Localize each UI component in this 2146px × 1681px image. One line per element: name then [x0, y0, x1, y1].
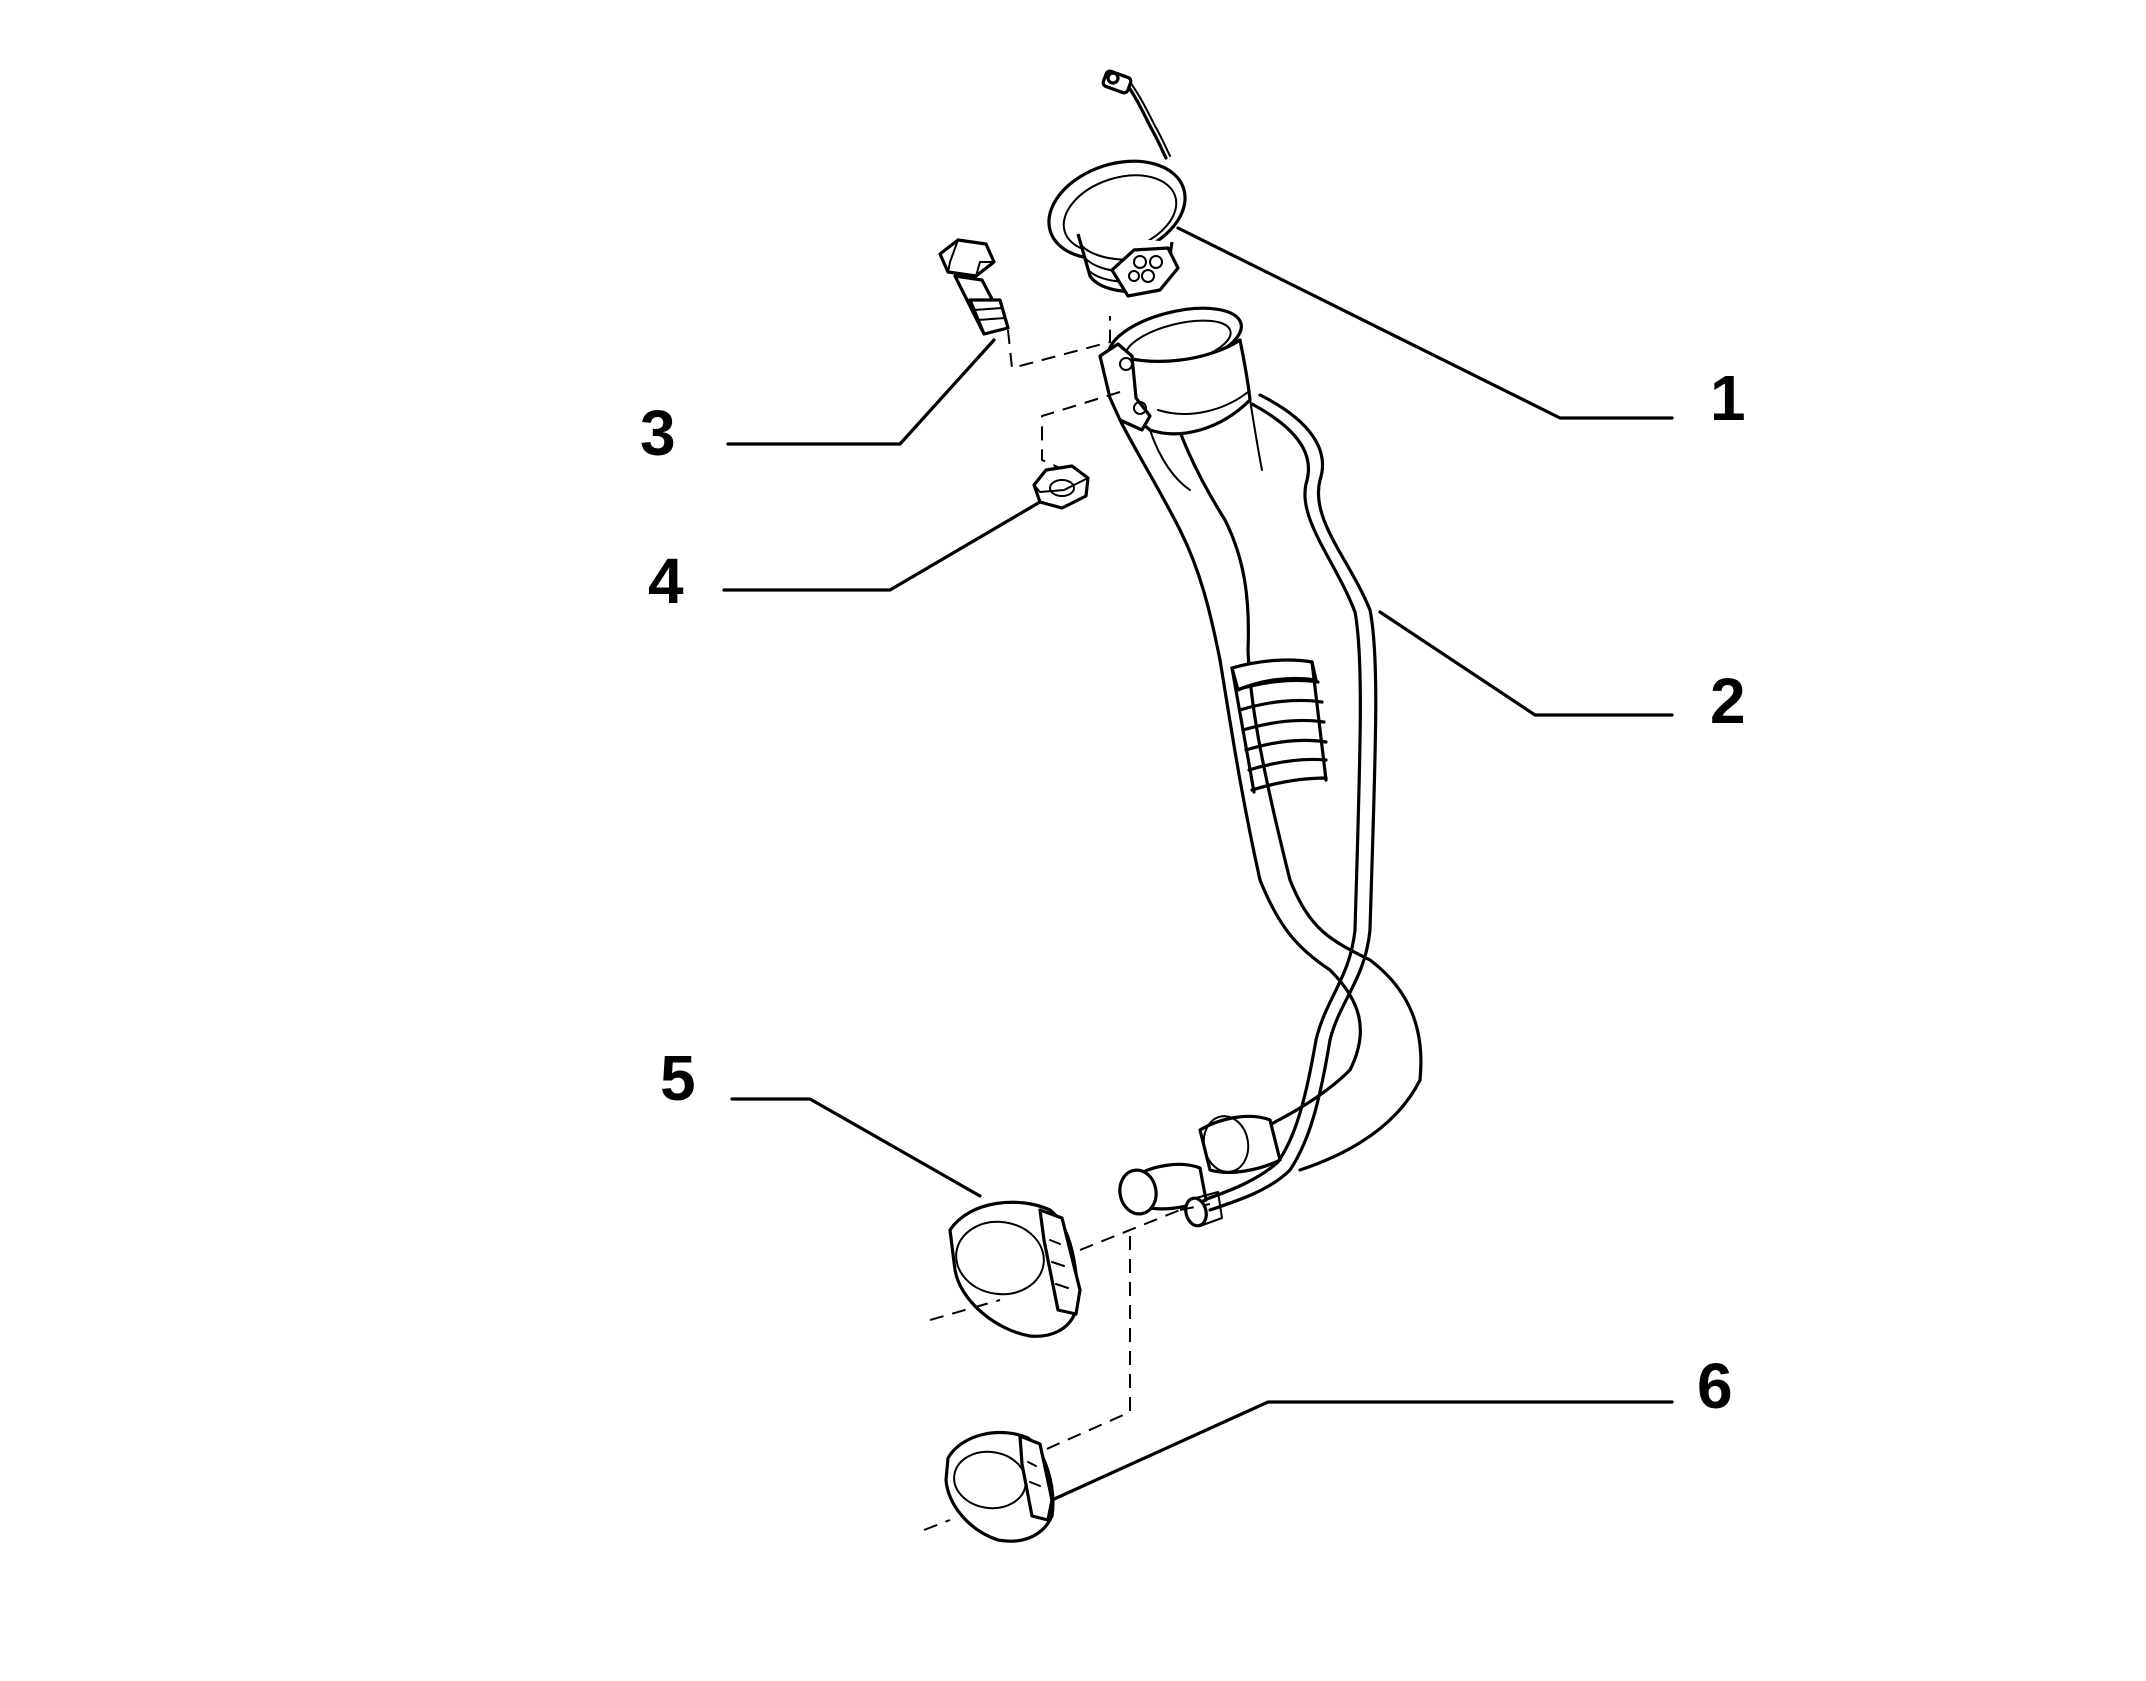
- callout-6: 6: [1697, 1350, 1733, 1422]
- hose-clamp-small-icon[interactable]: [944, 1430, 1055, 1543]
- callout-3: 3: [640, 397, 676, 469]
- assembly-lines: [923, 316, 1211, 1531]
- bolt-icon[interactable]: [938, 238, 1010, 336]
- callout-labels: 1 2 3 4 5 6: [640, 362, 1746, 1422]
- leader-line-3: [726, 338, 996, 446]
- fuel-filler-pipe-icon[interactable]: [1098, 296, 1423, 1228]
- leader-lines: [722, 226, 1674, 1502]
- callout-4: 4: [648, 545, 684, 617]
- nut-icon[interactable]: [1032, 464, 1090, 510]
- callout-5: 5: [660, 1042, 696, 1114]
- callout-2: 2: [1710, 665, 1746, 737]
- leader-line-6: [1050, 1400, 1674, 1502]
- leader-line-5: [730, 1097, 982, 1198]
- leader-line-1: [1176, 226, 1674, 420]
- fuel-filler-cap-icon[interactable]: [1036, 69, 1198, 298]
- leader-line-4: [722, 500, 1042, 592]
- hose-clamp-large-icon[interactable]: [948, 1200, 1082, 1338]
- callout-1: 1: [1710, 362, 1746, 434]
- leader-line-2: [1378, 610, 1674, 717]
